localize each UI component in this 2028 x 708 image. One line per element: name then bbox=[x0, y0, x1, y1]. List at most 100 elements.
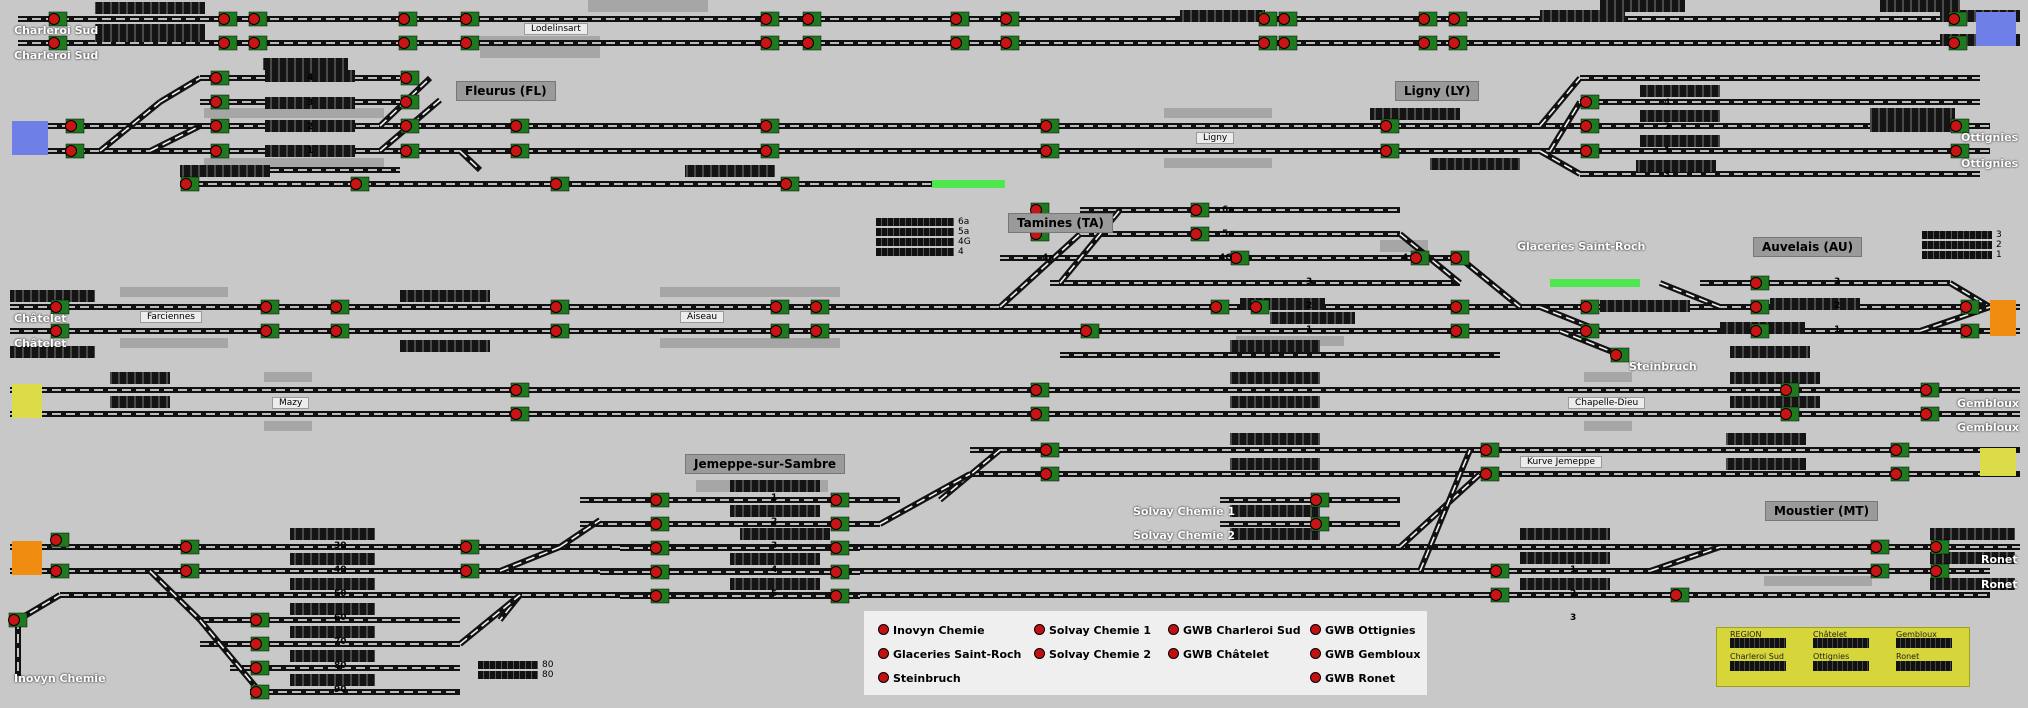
signal-lamp[interactable] bbox=[1030, 384, 1042, 396]
signal-lamp[interactable] bbox=[460, 13, 472, 25]
signal-lamp[interactable] bbox=[400, 96, 412, 108]
signal-lamp[interactable] bbox=[1448, 13, 1460, 25]
signal-lamp[interactable] bbox=[65, 145, 77, 157]
station-ronet-1[interactable]: Ronet bbox=[1981, 553, 2018, 566]
station-box-auvelais[interactable]: Auvelais (AU) bbox=[1753, 237, 1863, 257]
signal-lamp[interactable] bbox=[1780, 384, 1792, 396]
signal-lamp[interactable] bbox=[1258, 37, 1270, 49]
station-chatelet-1[interactable]: Châtelet bbox=[14, 312, 67, 325]
halt-ligny[interactable]: Ligny bbox=[1196, 132, 1235, 144]
signal-lamp[interactable] bbox=[248, 13, 260, 25]
signal-lamp[interactable] bbox=[1190, 204, 1202, 216]
signal-lamp[interactable] bbox=[510, 145, 522, 157]
signal-lamp[interactable] bbox=[398, 13, 410, 25]
signal-lamp[interactable] bbox=[1920, 408, 1932, 420]
signal-lamp[interactable] bbox=[210, 96, 222, 108]
signal-lamp[interactable] bbox=[260, 301, 272, 313]
legend-item-glaceries[interactable]: Glaceries Saint-Roch bbox=[878, 648, 1021, 661]
signal-lamp[interactable] bbox=[330, 301, 342, 313]
signal-lamp[interactable] bbox=[350, 178, 362, 190]
signal-lamp[interactable] bbox=[1450, 301, 1462, 313]
station-ottignies-2[interactable]: Ottignies bbox=[1961, 157, 2019, 170]
signal-lamp[interactable] bbox=[398, 37, 410, 49]
signal-lamp[interactable] bbox=[1450, 252, 1462, 264]
signal-lamp[interactable] bbox=[1750, 277, 1762, 289]
signal-lamp[interactable] bbox=[1450, 325, 1462, 337]
signal-lamp[interactable] bbox=[1210, 301, 1222, 313]
signal-lamp[interactable] bbox=[1310, 518, 1322, 530]
legend-item-gwb-ottignies[interactable]: GWB Ottignies bbox=[1310, 624, 1416, 637]
signal-lamp[interactable] bbox=[510, 120, 522, 132]
signal-lamp[interactable] bbox=[770, 325, 782, 337]
signal-lamp[interactable] bbox=[510, 408, 522, 420]
legend-item-inovyn[interactable]: Inovyn Chemie bbox=[878, 624, 985, 637]
signal-lamp[interactable] bbox=[48, 37, 60, 49]
station-solvay-chemie-1[interactable]: Solvay Chemie 1 bbox=[1133, 505, 1236, 518]
signal-lamp[interactable] bbox=[1890, 468, 1902, 480]
signal-lamp[interactable] bbox=[1040, 444, 1052, 456]
signal-lamp[interactable] bbox=[1490, 565, 1502, 577]
legend-item-solvay-1[interactable]: Solvay Chemie 1 bbox=[1034, 624, 1151, 637]
legend-item-gwb-gembloux[interactable]: GWB Gembloux bbox=[1310, 648, 1420, 661]
station-chatelet-2[interactable]: Châtelet bbox=[14, 337, 67, 350]
station-inovyn-chemie[interactable]: Inovyn Chemie bbox=[14, 672, 106, 685]
signal-lamp[interactable] bbox=[1380, 120, 1392, 132]
legend-item-gwb-ronet[interactable]: GWB Ronet bbox=[1310, 672, 1395, 685]
signal-lamp[interactable] bbox=[1278, 13, 1290, 25]
signal-lamp[interactable] bbox=[760, 37, 772, 49]
signal-lamp[interactable] bbox=[1580, 120, 1592, 132]
signal-lamp[interactable] bbox=[1960, 325, 1972, 337]
signal-lamp[interactable] bbox=[830, 494, 842, 506]
signal-lamp[interactable] bbox=[810, 325, 822, 337]
signal-lamp[interactable] bbox=[218, 37, 230, 49]
station-box-ligny[interactable]: Ligny (LY) bbox=[1395, 81, 1480, 101]
signal-lamp[interactable] bbox=[1948, 13, 1960, 25]
signal-lamp[interactable] bbox=[1948, 37, 1960, 49]
signal-lamp[interactable] bbox=[330, 325, 342, 337]
station-steinbruch[interactable]: Steinbruch bbox=[1629, 360, 1697, 373]
signal-lamp[interactable] bbox=[400, 72, 412, 84]
signal-lamp[interactable] bbox=[1750, 301, 1762, 313]
station-charleroi-sud-1[interactable]: Charleroi Sud bbox=[14, 24, 99, 37]
signal-lamp[interactable] bbox=[50, 325, 62, 337]
halt-lodelinsart[interactable]: Lodelinsart bbox=[524, 23, 588, 35]
signal-lamp[interactable] bbox=[1000, 37, 1012, 49]
station-box-jemeppe[interactable]: Jemeppe-sur-Sambre bbox=[685, 454, 846, 474]
signal-lamp[interactable] bbox=[250, 638, 262, 650]
signal-lamp[interactable] bbox=[1580, 325, 1592, 337]
signal-lamp[interactable] bbox=[65, 120, 77, 132]
signal-lamp[interactable] bbox=[550, 301, 562, 313]
signal-lamp[interactable] bbox=[460, 541, 472, 553]
signal-lamp[interactable] bbox=[400, 120, 412, 132]
signal-lamp[interactable] bbox=[830, 566, 842, 578]
signal-lamp[interactable] bbox=[1080, 325, 1092, 337]
signal-lamp[interactable] bbox=[1670, 589, 1682, 601]
signal-lamp[interactable] bbox=[1310, 494, 1322, 506]
signal-lamp[interactable] bbox=[400, 145, 412, 157]
signal-lamp[interactable] bbox=[1930, 565, 1942, 577]
signal-lamp[interactable] bbox=[1580, 301, 1592, 313]
signal-lamp[interactable] bbox=[1870, 565, 1882, 577]
signal-lamp[interactable] bbox=[1930, 541, 1942, 553]
signal-lamp[interactable] bbox=[1040, 468, 1052, 480]
signal-lamp[interactable] bbox=[780, 178, 792, 190]
signal-lamp[interactable] bbox=[180, 565, 192, 577]
signals[interactable] bbox=[8, 11, 1980, 700]
station-ottignies-1[interactable]: Ottignies bbox=[1961, 131, 2019, 144]
signal-lamp[interactable] bbox=[48, 13, 60, 25]
signal-lamp[interactable] bbox=[1250, 301, 1262, 313]
legend-item-solvay-2[interactable]: Solvay Chemie 2 bbox=[1034, 648, 1151, 661]
signal-lamp[interactable] bbox=[210, 72, 222, 84]
signal-lamp[interactable] bbox=[1890, 444, 1902, 456]
signal-lamp[interactable] bbox=[830, 590, 842, 602]
signal-lamp[interactable] bbox=[180, 541, 192, 553]
signal-lamp[interactable] bbox=[950, 37, 962, 49]
signal-lamp[interactable] bbox=[810, 301, 822, 313]
signal-lamp[interactable] bbox=[830, 542, 842, 554]
signal-lamp[interactable] bbox=[950, 13, 962, 25]
signal-lamp[interactable] bbox=[250, 686, 262, 698]
signal-lamp[interactable] bbox=[1610, 349, 1622, 361]
signal-lamp[interactable] bbox=[1000, 13, 1012, 25]
signal-lamp[interactable] bbox=[250, 614, 262, 626]
signal-lamp[interactable] bbox=[650, 494, 662, 506]
